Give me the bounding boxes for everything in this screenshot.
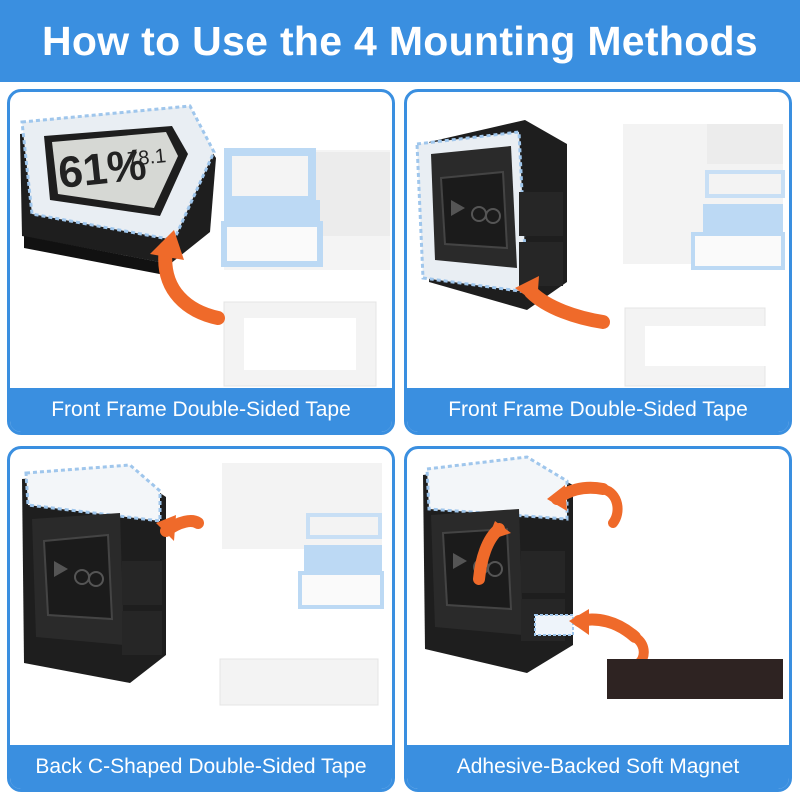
panel-illustration: 61% 78.1	[20, 104, 390, 387]
panel-illustration	[415, 120, 785, 387]
tape-c-frame	[624, 307, 769, 387]
page-title: How to Use the 4 Mounting Methods	[42, 17, 758, 64]
panel-caption: Front Frame Double-Sided Tape	[10, 388, 392, 432]
panel-front-frame-tape-display: 61% 78.1 Front Frame Double-Sided Tape	[7, 89, 395, 435]
soft-magnet-strip	[607, 659, 783, 699]
arrow-head-icon	[156, 515, 176, 541]
display-small-reading: 78.1	[126, 145, 167, 171]
tape-strip-back	[219, 658, 379, 706]
thermometer-back-image	[423, 455, 574, 673]
tape-frame-front	[223, 301, 377, 387]
tape-sheet-top	[623, 124, 785, 270]
thermometer-back-image	[22, 463, 166, 683]
title-banner: How to Use the 4 Mounting Methods	[0, 0, 800, 82]
arrow-head-icon	[515, 276, 539, 304]
panel-illustration	[423, 455, 783, 699]
arrow-head-icon	[547, 485, 567, 511]
tape-sheet-top	[222, 463, 384, 609]
thermometer-back-image	[415, 120, 567, 310]
arrow-head-icon	[569, 609, 589, 635]
arrow-head-icon	[150, 230, 184, 260]
panel-back-c-shaped-tape: Back C-Shaped Double-Sided Tape	[7, 446, 395, 792]
panel-caption: Back C-Shaped Double-Sided Tape	[10, 745, 392, 789]
arrow-icon	[524, 285, 610, 329]
arrow-head-icon	[487, 521, 511, 541]
arrow-icon	[158, 241, 225, 325]
panel-caption: Adhesive-Backed Soft Magnet	[407, 745, 789, 789]
display-large-reading: 61%	[56, 140, 149, 198]
panel-caption: Front Frame Double-Sided Tape	[407, 388, 789, 432]
thermometer-front-image: 61% 78.1	[20, 104, 216, 276]
panel-illustration	[22, 463, 384, 706]
panel-front-frame-tape-back: Front Frame Double-Sided Tape	[404, 89, 792, 435]
tape-sheet-top	[221, 148, 390, 270]
panel-soft-magnet: Adhesive-Backed Soft Magnet	[404, 446, 792, 792]
